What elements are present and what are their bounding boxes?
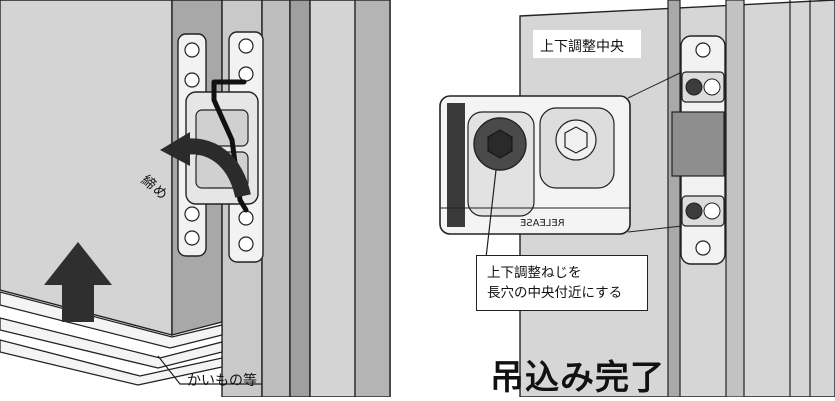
frame-jamb-right (725, 0, 745, 398)
instruction-leader-line (485, 169, 497, 259)
door-edge-right (667, 0, 681, 398)
instruction-callout: 上下調整ねじを 長穴の中央付近にする (476, 255, 648, 311)
completion-title: 吊込み完了 (490, 358, 665, 398)
up-arrow-icon (44, 242, 112, 322)
screw-icon (184, 42, 200, 246)
instruction-line-1: 上下調整ねじを (487, 265, 582, 281)
hex-wrench-icon (211, 79, 249, 213)
shim-leader-line (157, 355, 262, 385)
right-hinge-plate (671, 35, 726, 265)
release-marking: RELEASE (520, 218, 565, 229)
center-label-box (533, 30, 641, 58)
shim-label: かいもの等 (187, 373, 257, 389)
wall-edge (354, 0, 391, 398)
instruction-line-2: 長穴の中央付近にする (487, 285, 623, 301)
frame-outer (289, 0, 311, 398)
left-illustration (0, 0, 391, 398)
right-illustration (439, 0, 835, 398)
vertical-adjust-center-label: 上下調整中央 (540, 39, 624, 55)
frame-stop (261, 0, 291, 398)
curved-arrow-head (160, 132, 190, 166)
magnified-inset (439, 95, 631, 235)
